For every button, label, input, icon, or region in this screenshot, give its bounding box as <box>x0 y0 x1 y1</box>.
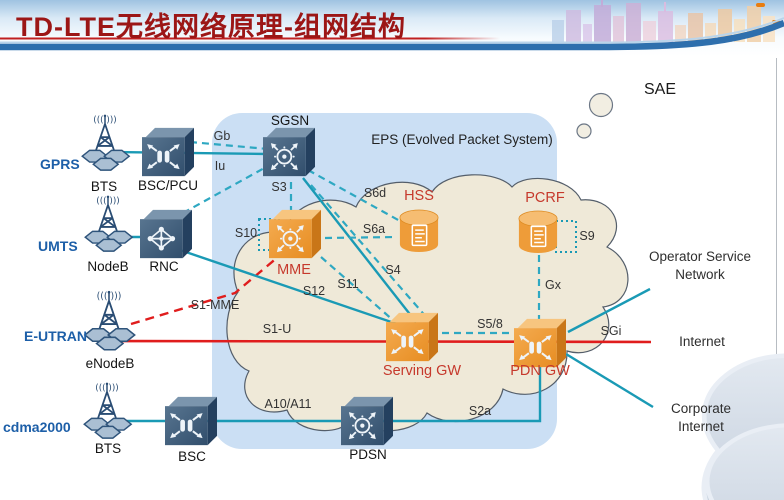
tower-cdma-bts <box>74 380 140 442</box>
sae-bubble-large <box>588 92 614 118</box>
link-pgw-operator <box>567 287 651 334</box>
node-bsc <box>165 395 217 447</box>
eps-label: EPS (Evolved Packet System) <box>371 132 553 147</box>
label-bsc: BSC <box>178 449 206 464</box>
label-rnc: RNC <box>149 259 179 274</box>
node-rnc <box>140 208 192 260</box>
node-mme <box>269 208 321 260</box>
skyline-logo-icon <box>756 3 765 7</box>
header-swoosh <box>0 20 784 51</box>
label-mme: MME <box>277 262 311 278</box>
skyline-buildings <box>552 0 780 42</box>
label-bsc-pcu: BSC/PCU <box>137 178 199 193</box>
link-sgsn-sgw <box>302 177 417 323</box>
label-pdsn: PDSN <box>349 447 387 462</box>
link-s1mme <box>130 256 279 326</box>
tech-label-gprs: GPRS <box>40 156 80 172</box>
if-label-gb: Gb <box>213 129 231 143</box>
label-internet: Internet <box>679 334 725 349</box>
label-pcrf: PCRF <box>525 190 565 206</box>
sae-label: SAE <box>644 81 677 98</box>
node-pcrf <box>517 209 559 257</box>
label-nodeb: NodeB <box>87 259 129 274</box>
header-red-rule <box>0 37 500 40</box>
if-label-s10: S10 <box>234 226 258 240</box>
tower-eutran-enodeb <box>74 288 144 354</box>
link-cdma-pdsn-s2a <box>116 366 542 423</box>
label-enodeb: eNodeB <box>85 356 135 371</box>
node-hss <box>398 208 440 256</box>
tech-label-cdma2000: cdma2000 <box>3 419 71 435</box>
slide-right-divider <box>776 58 777 500</box>
if-label-s3: S3 <box>271 180 287 194</box>
node-sgsn <box>263 126 315 178</box>
label-pdn-gw: PDN GW <box>510 363 570 379</box>
skyline-graphic <box>0 0 784 51</box>
header-swoosh-highlight <box>0 17 784 44</box>
link-s11 <box>320 256 395 322</box>
if-label-s9: S9 <box>579 229 595 243</box>
label-hss: HSS <box>404 188 434 204</box>
sae-bubble-small <box>576 123 592 139</box>
if-label-s1-mme: S1-MME <box>190 298 240 312</box>
if-label-s5-8: S5/8 <box>477 317 503 331</box>
link-s6d <box>307 169 401 222</box>
node-pdsn <box>341 395 393 447</box>
link-pgw-corporate <box>565 352 654 409</box>
node-bsc-pcu <box>142 126 194 178</box>
link-s12 <box>179 248 401 327</box>
page-title: TD-LTE无线网络原理-组网结构 <box>16 12 406 42</box>
if-label-s6d: S6d <box>363 186 387 200</box>
tech-label-eutran: E-UTRAN <box>24 328 87 344</box>
if-label-gx: Gx <box>545 278 561 292</box>
label-bts-cdma: BTS <box>94 441 122 456</box>
label-bts-gprs: BTS <box>90 179 118 194</box>
if-label-s2a: S2a <box>468 404 492 418</box>
if-label-s4: S4 <box>385 263 401 277</box>
node-pdn-gw <box>514 317 566 369</box>
if-label-iu: Iu <box>214 159 226 173</box>
link-s4 <box>310 184 429 320</box>
link-s6a <box>324 235 398 240</box>
header-bar: TD-LTE无线网络原理-组网结构 <box>0 0 784 56</box>
link-gb <box>189 140 269 151</box>
if-label-s11: S11 <box>337 277 359 291</box>
if-label-s12: S12 <box>302 284 326 298</box>
tech-label-umts: UMTS <box>38 238 78 254</box>
label-corporate-internet: Corporate Internet <box>670 401 732 435</box>
node-serving-gw <box>386 311 438 363</box>
if-label-s6a: S6a <box>362 222 386 236</box>
if-label-s1-u: S1-U <box>262 322 292 336</box>
link-s1u-sgi <box>117 339 652 344</box>
tower-umts-nodeb <box>75 193 141 255</box>
tower-gprs-bts <box>72 112 138 174</box>
label-serving-gw: Serving GW <box>382 363 462 379</box>
link-iu <box>182 165 269 214</box>
label-sgsn: SGSN <box>270 113 310 128</box>
if-label-sgi: SGi <box>600 324 622 338</box>
label-operator-service-network: Operator Service Network <box>648 249 752 283</box>
if-label-a10-a11: A10/A11 <box>264 397 312 411</box>
